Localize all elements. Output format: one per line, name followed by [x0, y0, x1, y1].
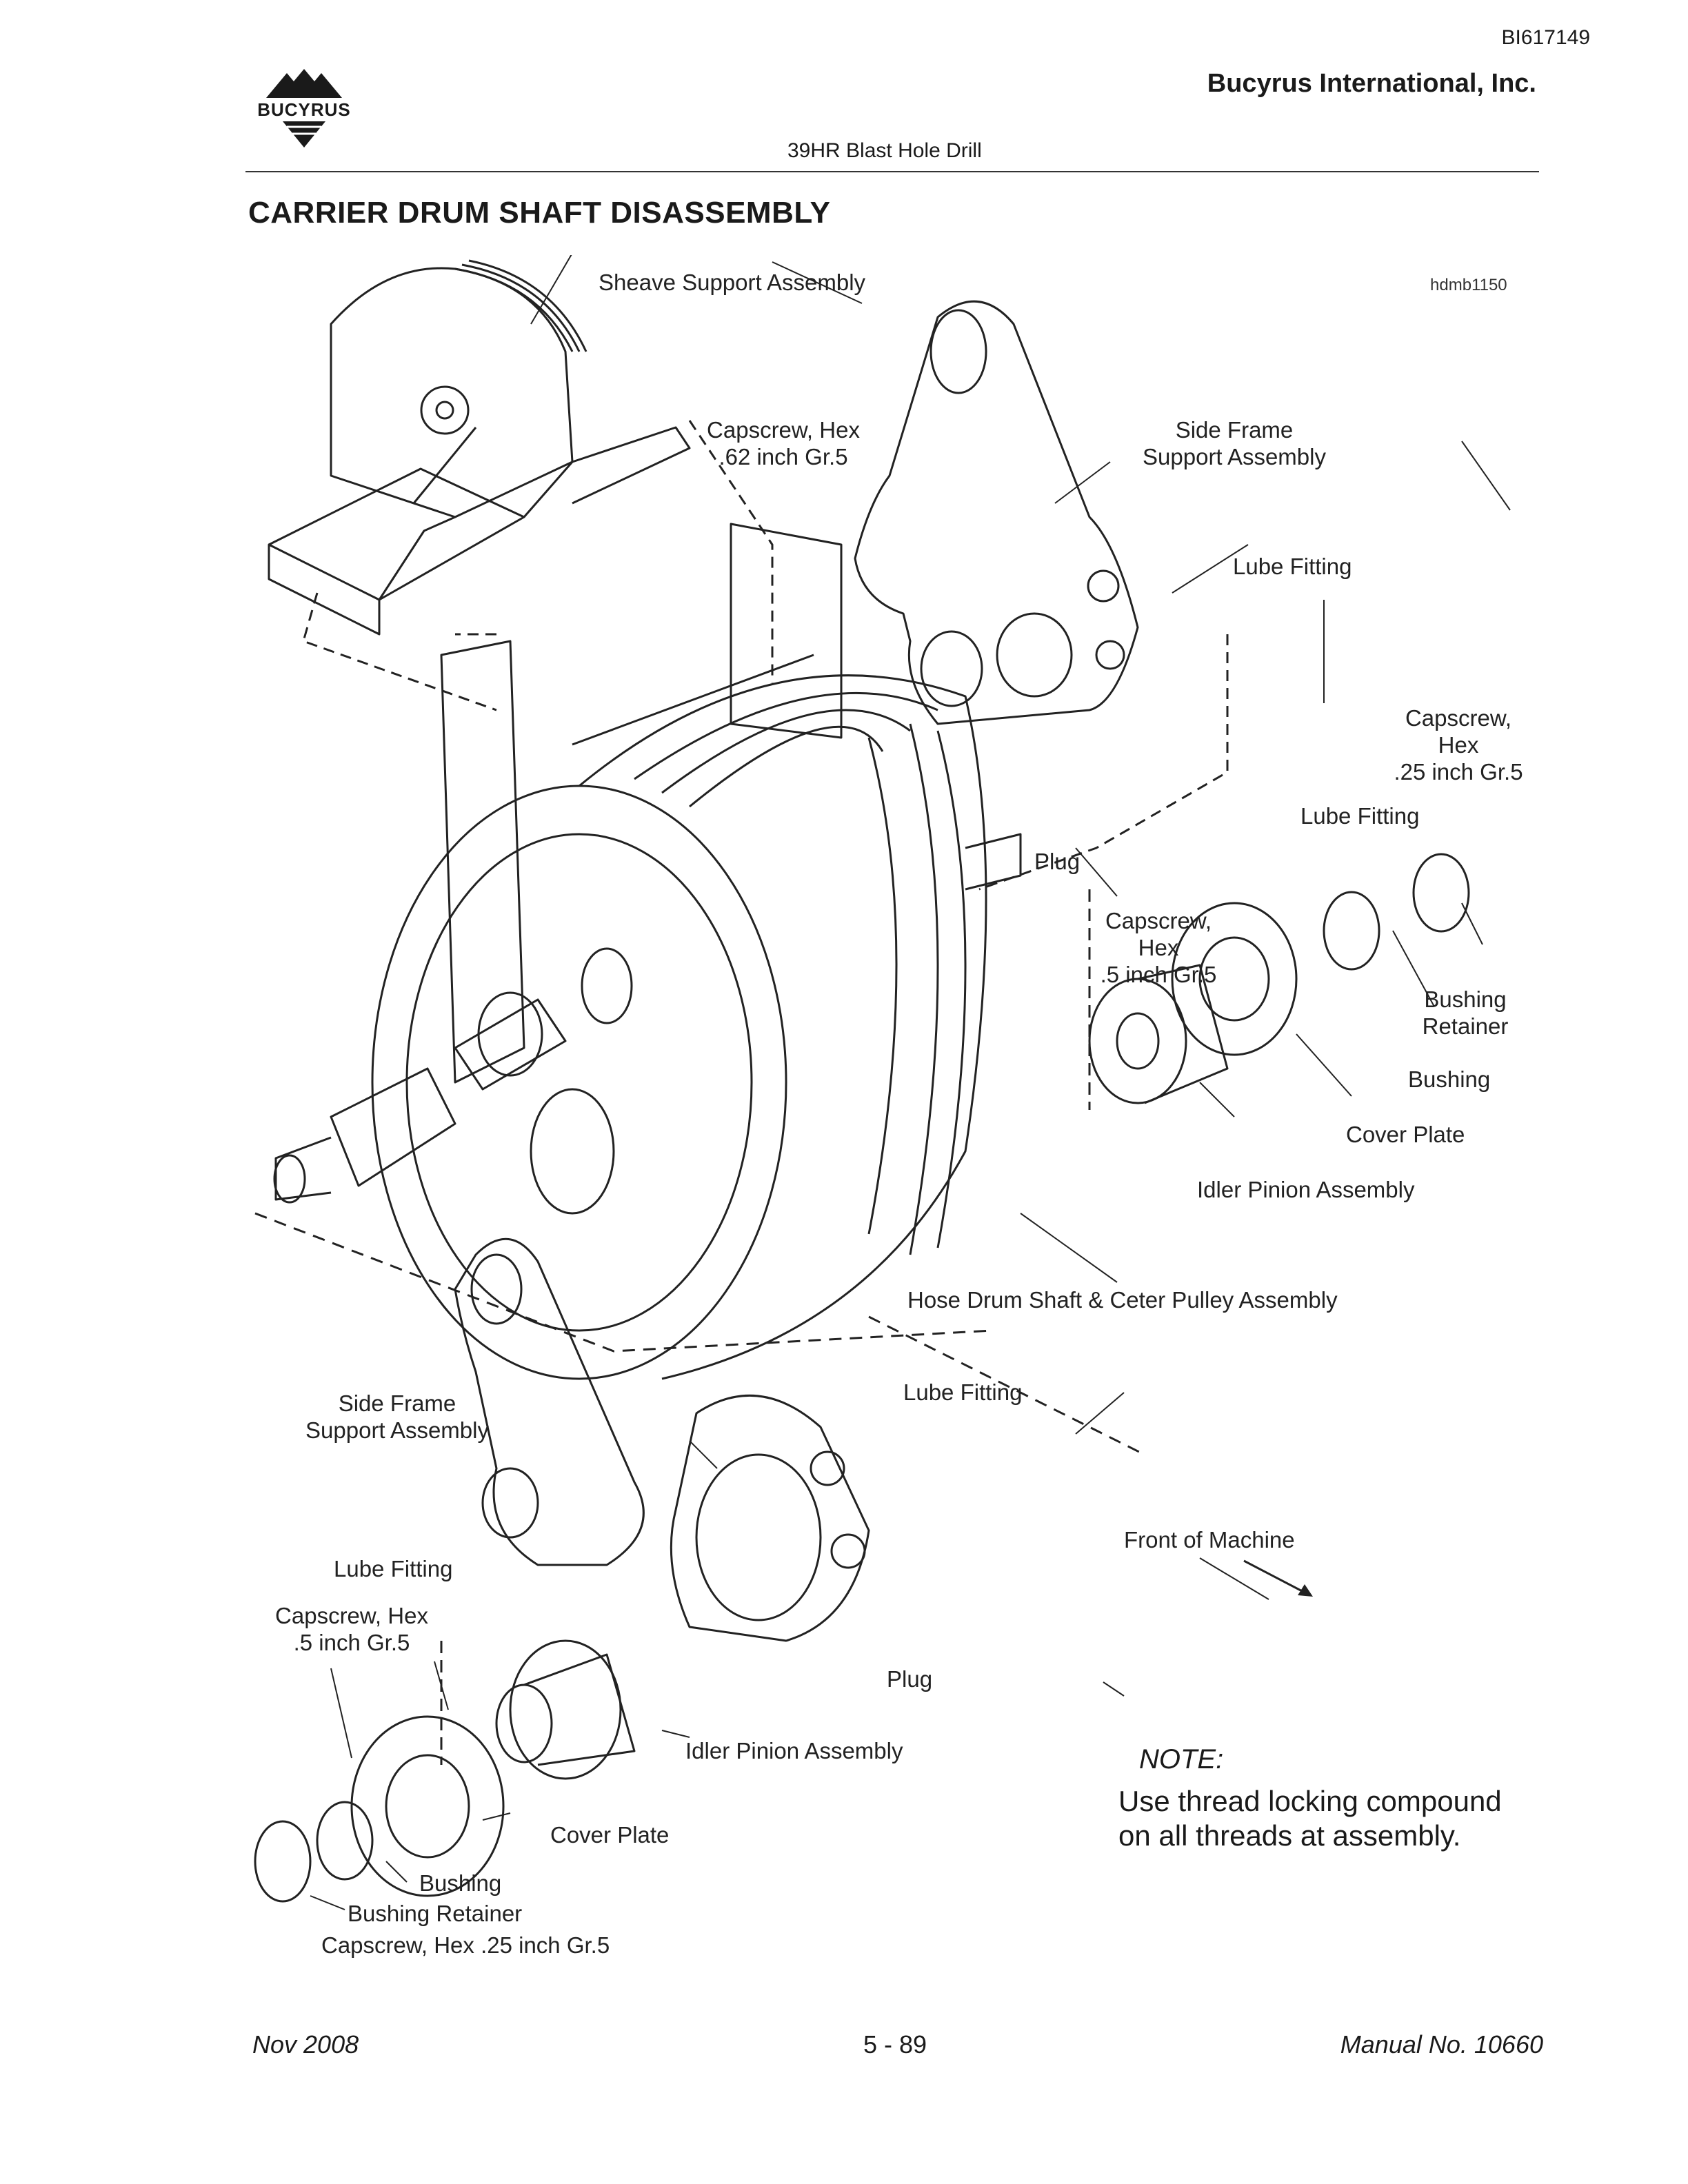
- bucyrus-logo-mark: [266, 69, 342, 148]
- hose-drum-drawing: [273, 640, 1022, 1380]
- label-plug-top: Plug: [1034, 849, 1081, 874]
- exploded-assembly-drawing: hdmb1150 Sheave Support Assembly Capscre…: [248, 241, 1545, 1979]
- label-capscrew-62-line2: .62 inch Gr.5: [719, 444, 848, 469]
- footer-page-number: 5 - 89: [863, 2030, 927, 2059]
- label-bushing-retainer-top-line2: Retainer: [1422, 1013, 1509, 1039]
- label-front-of-machine: Front of Machine: [1124, 1527, 1295, 1553]
- footer-date: Nov 2008: [252, 2030, 359, 2059]
- label-bushing-bottom: Bushing: [419, 1870, 502, 1896]
- figure-id: hdmb1150: [1430, 276, 1507, 294]
- label-capscrew-5-top-line3: .5 inch Gr.5: [1100, 962, 1217, 987]
- label-idler-pinion-bottom: Idler Pinion Assembly: [685, 1738, 903, 1763]
- label-side-frame-top: Side Frame Support Assembly: [1110, 416, 1358, 470]
- label-side-frame-top-line1: Side Frame: [1175, 417, 1294, 443]
- sheave-support-assembly-drawing: [268, 259, 691, 636]
- label-capscrew-25-top-line3: .25 inch Gr.5: [1394, 759, 1523, 785]
- label-side-frame-bottom-line2: Support Assembly: [305, 1417, 489, 1443]
- company-name: Bucyrus International, Inc.: [1207, 69, 1536, 98]
- note-body: Use thread locking compound on all threa…: [1118, 1784, 1502, 1853]
- label-sheave-support-assembly: Sheave Support Assembly: [599, 270, 866, 295]
- document-subtitle: 39HR Blast Hole Drill: [787, 139, 982, 162]
- label-lube-fitting-mid: Lube Fitting: [903, 1379, 1023, 1405]
- label-capscrew-5-bottom-line2: .5 inch Gr.5: [293, 1630, 410, 1655]
- side-frame-bottom-drawing: [454, 1237, 870, 1642]
- label-bushing-retainer-bottom: Bushing Retainer: [348, 1901, 523, 1926]
- document-id: BI617149: [1501, 26, 1590, 49]
- label-lube-fitting-top: Lube Fitting: [1233, 554, 1352, 579]
- label-hose-drum-shaft: Hose Drum Shaft & Ceter Pulley Assembly: [907, 1287, 1338, 1313]
- label-bushing-retainer-top-line1: Bushing: [1424, 987, 1507, 1012]
- label-cover-plate-top: Cover Plate: [1346, 1122, 1465, 1147]
- label-capscrew-25-top: Capscrew, Hex .25 inch Gr.5: [1365, 705, 1551, 785]
- label-lube-fitting-right: Lube Fitting: [1300, 803, 1420, 829]
- label-lube-fitting-bottom: Lube Fitting: [334, 1556, 453, 1581]
- logo-wordmark: BUCYRUS: [257, 99, 351, 120]
- label-capscrew-25-bottom: Capscrew, Hex .25 inch Gr.5: [321, 1932, 610, 1958]
- label-capscrew-5-top-line1: Capscrew,: [1105, 908, 1212, 933]
- note-line-1: Use thread locking compound: [1118, 1785, 1502, 1817]
- label-side-frame-bottom: Side Frame Support Assembly: [294, 1390, 501, 1444]
- assembly-illustration: [254, 241, 1511, 1910]
- front-arrow-icon: [1243, 1559, 1313, 1597]
- idler-pinion-bottom-drawing: [254, 1639, 636, 1903]
- note-line-2: on all threads at assembly.: [1118, 1819, 1461, 1852]
- label-capscrew-25-top-line2: Hex: [1438, 732, 1479, 758]
- footer-manual-number: Manual No. 10660: [1340, 2030, 1543, 2059]
- side-frame-top-drawing: [854, 300, 1139, 725]
- label-side-frame-top-line2: Support Assembly: [1143, 444, 1326, 469]
- note-title: NOTE:: [1139, 1744, 1224, 1775]
- idler-pinion-top-drawing: [1088, 853, 1470, 1110]
- label-bushing-top: Bushing: [1408, 1066, 1491, 1092]
- label-capscrew-62: Capscrew, Hex .62 inch Gr.5: [645, 416, 921, 470]
- label-capscrew-62-line1: Capscrew, Hex: [707, 417, 860, 443]
- label-capscrew-5-top-line2: Hex: [1138, 935, 1179, 960]
- label-cover-plate-bottom: Cover Plate: [550, 1822, 670, 1848]
- label-capscrew-5-top: Capscrew, Hex .5 inch Gr.5: [1089, 907, 1227, 988]
- label-bushing-retainer-top: Bushing Retainer: [1407, 986, 1524, 1040]
- label-plug-bottom: Plug: [887, 1666, 933, 1692]
- page-title: CARRIER DRUM SHAFT DISASSEMBLY: [248, 196, 831, 230]
- label-side-frame-bottom-line1: Side Frame: [338, 1391, 456, 1416]
- bucyrus-logo: BUCYRUS: [239, 66, 370, 156]
- label-capscrew-5-bottom: Capscrew, Hex .5 inch Gr.5: [248, 1602, 455, 1656]
- label-capscrew-5-bottom-line1: Capscrew, Hex: [275, 1603, 428, 1628]
- header-rule: [245, 171, 1539, 172]
- label-idler-pinion-top: Idler Pinion Assembly: [1197, 1177, 1415, 1202]
- label-capscrew-25-top-line1: Capscrew,: [1405, 705, 1512, 731]
